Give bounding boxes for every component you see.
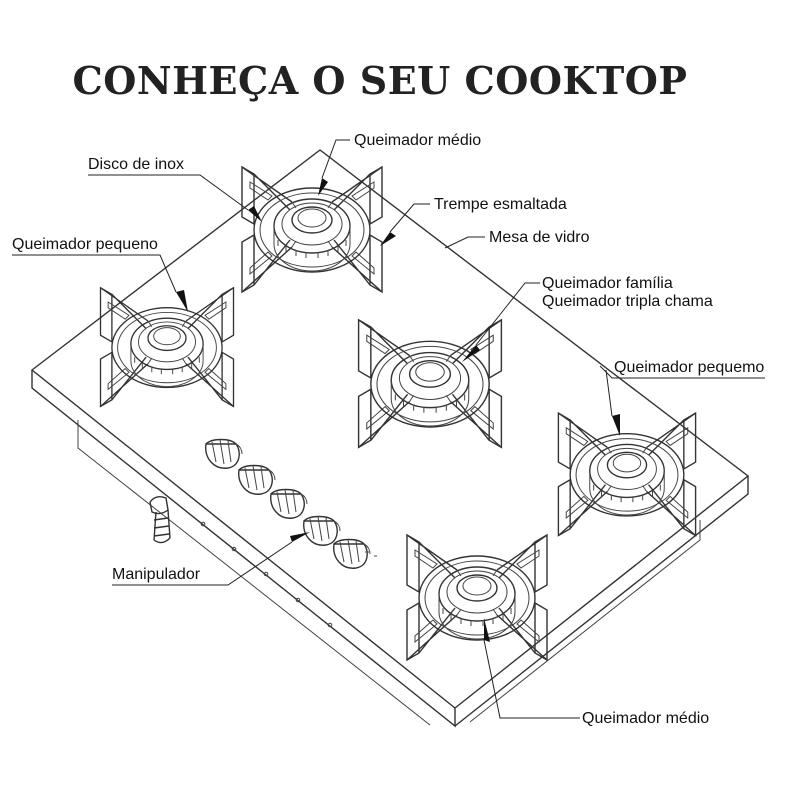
label-queimador-pequemo: Queimador pequemo xyxy=(614,359,764,376)
label-mesa-de-vidro: Mesa de vidro xyxy=(489,229,590,246)
label-queimador-tripla-chama: Queimador tripla chama xyxy=(542,293,713,310)
burner-medium-bottom xyxy=(406,534,548,661)
knob-2[interactable] xyxy=(238,464,276,495)
label-queimador-medio-top: Queimador médio xyxy=(354,132,481,149)
label-queimador-medio-bottom: Queimador médio xyxy=(582,710,709,727)
knob-3[interactable] xyxy=(270,488,308,519)
knob-1[interactable] xyxy=(205,438,243,469)
page-title: CONHEÇA O SEU COOKTOP xyxy=(72,58,688,103)
burner-small-left xyxy=(99,287,235,408)
control-knobs xyxy=(205,438,377,569)
label-trempe-esmaltada: Trempe esmaltada xyxy=(434,196,567,213)
knob-4[interactable] xyxy=(303,515,341,546)
label-queimador-familia: Queimador família xyxy=(542,275,673,292)
label-queimador-pequeno: Queimador pequeno xyxy=(12,236,158,253)
burner-medium-top xyxy=(241,166,383,293)
burner-triple-flame xyxy=(357,319,503,449)
glass-table xyxy=(30,149,750,728)
burner-small-right xyxy=(557,412,697,537)
label-manipulador: Manipulador xyxy=(112,566,201,583)
knob-5[interactable] xyxy=(333,538,371,569)
leader-lines xyxy=(12,139,765,719)
gas-inlet xyxy=(149,495,171,544)
label-disco-de-inox: Disco de inox xyxy=(88,156,184,173)
